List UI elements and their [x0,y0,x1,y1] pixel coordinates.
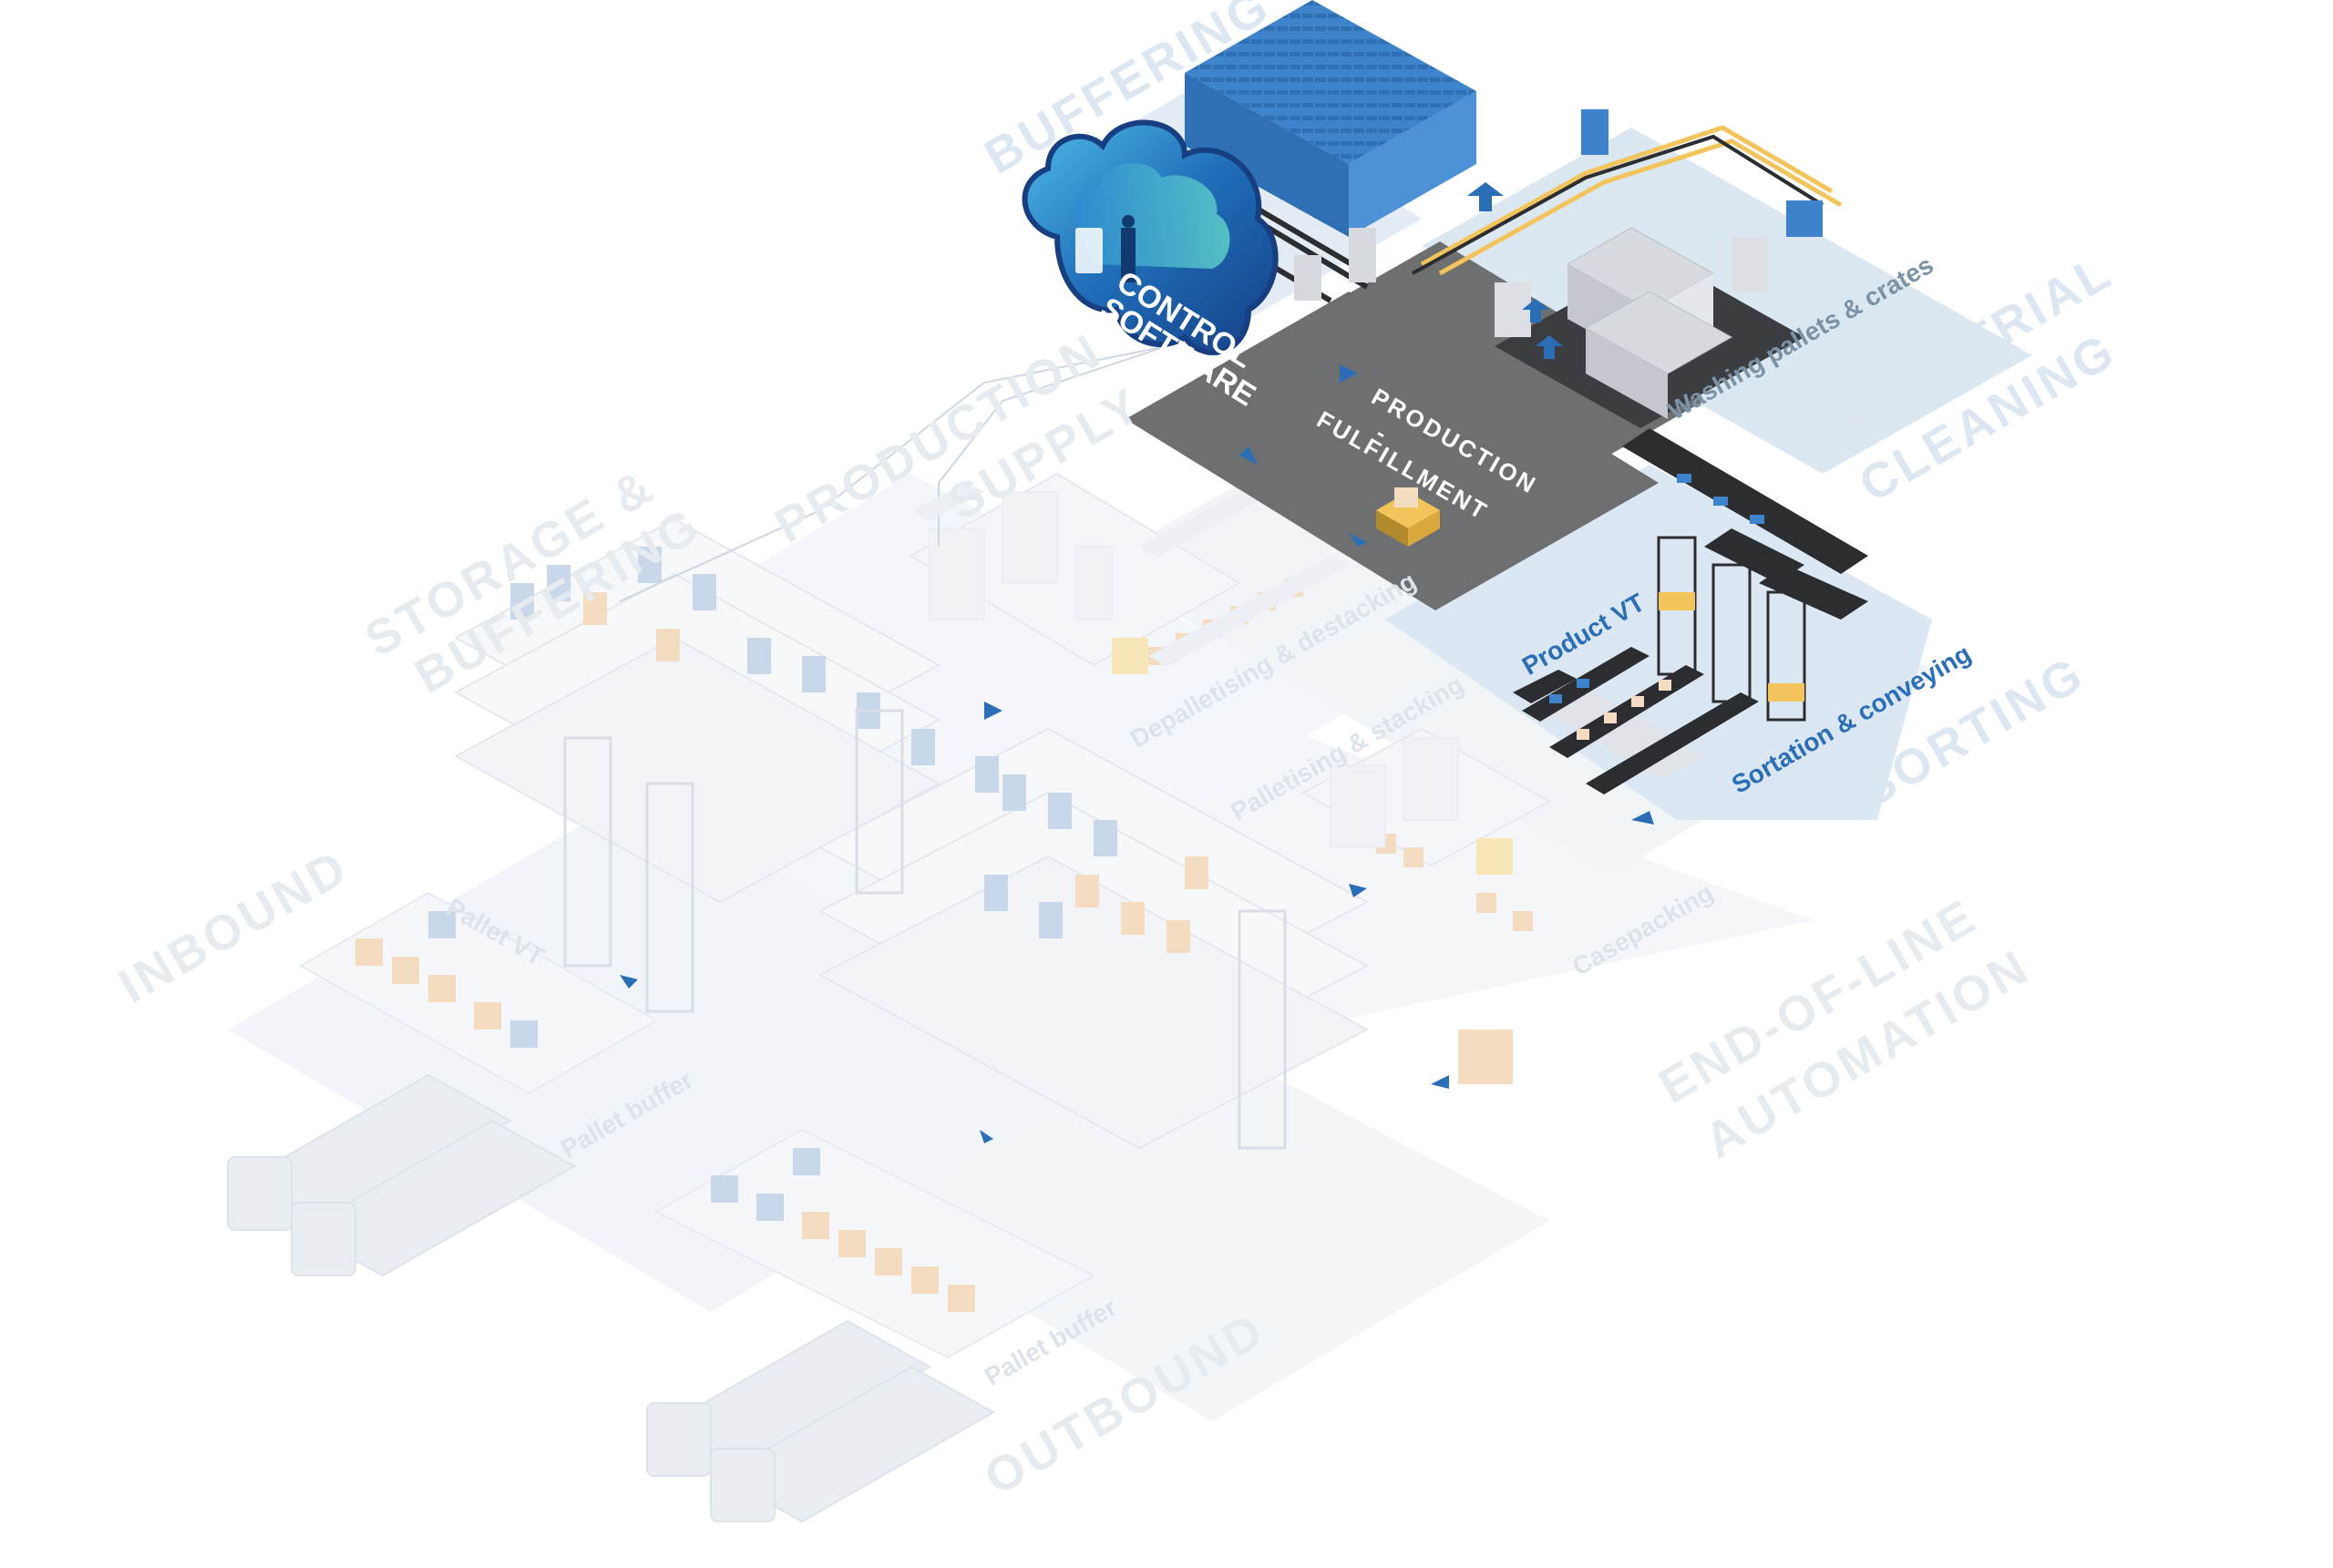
trucks [227,1073,996,1523]
pallet-areas [298,891,1096,1359]
flow-arrows [620,364,1654,1143]
washing-line [1412,109,1843,428]
production-supply-conveyors [911,483,1349,667]
production-fulfillment-hub [1125,292,1659,610]
control-software-cloud [1022,119,1279,355]
storage-racks [453,518,1370,1150]
agv-robot [1376,487,1440,547]
sortation-conveyors [1513,428,1868,794]
end-of-line-machinery [1300,727,1552,1084]
